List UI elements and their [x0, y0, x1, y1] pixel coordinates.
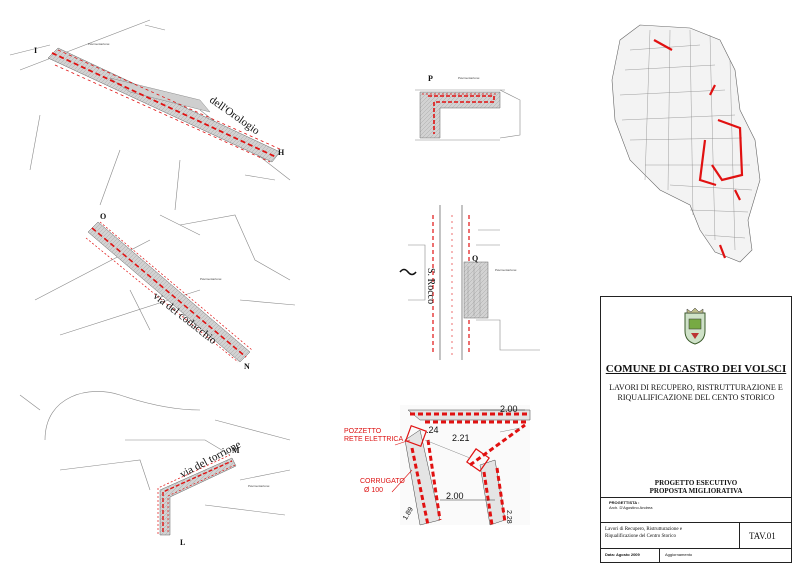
- note-rocco: Pavimentazione:: [495, 268, 518, 272]
- plan-torrione: [19, 391, 291, 536]
- dim-top: 2.00: [500, 404, 518, 414]
- label-corrugato: CORRUGATO: [360, 478, 405, 485]
- comune-title: COMUNE DI CASTRO DEI VOLSCI: [605, 363, 787, 375]
- street-rocco: S. Rocco: [425, 268, 436, 305]
- marker-h: H: [278, 148, 285, 157]
- plan-rocco: [408, 205, 540, 360]
- marker-n: N: [244, 362, 250, 371]
- label-pozzetto: POZZETTO: [344, 428, 382, 435]
- note-torrione: Pavimentazione:: [248, 484, 271, 488]
- update-field: Aggiornamento: [665, 552, 693, 557]
- tav-number: TAV.01: [749, 531, 776, 541]
- divider: [601, 522, 791, 523]
- plan-codacchio: [34, 214, 296, 363]
- plan-orologio: [9, 19, 291, 211]
- progetto-line2: PROPOSTA MIGLIORATIVA: [649, 487, 743, 495]
- divider: [601, 497, 791, 498]
- marker-q: Q: [472, 254, 479, 263]
- key-plan: [611, 24, 761, 263]
- note-orologio: Pavimentazione:: [88, 42, 111, 46]
- lavori-line2: RIQUALIFICAZIONE DEL CENTO STORICO: [617, 393, 775, 402]
- note-codacchio: Pavimentazione:: [200, 277, 223, 281]
- label-corrugato-size: Ø 100: [364, 487, 384, 494]
- divider: [739, 522, 740, 548]
- marker-o: O: [100, 212, 107, 221]
- title-block: COMUNE DI CASTRO DEI VOLSCI LAVORI DI RE…: [600, 296, 792, 563]
- coat-of-arms-icon: [684, 307, 706, 345]
- progetto-line1: PROGETTO ESECUTIVO: [654, 479, 738, 487]
- marker-i: I: [34, 46, 38, 55]
- divider: [659, 548, 660, 562]
- date-field: Data: Agosto 2009: [605, 552, 640, 557]
- progettista-label: PROGETTISTA :: [609, 500, 640, 505]
- label-rete-elettrica: RETE ELETTRICA: [344, 436, 404, 443]
- plan-p: [415, 89, 521, 141]
- marker-p: P: [428, 74, 433, 83]
- marker-l: L: [180, 538, 186, 547]
- marker-m: M: [232, 446, 240, 455]
- note-p: Pavimentazione:: [458, 76, 481, 80]
- desc-line1: Lavori di Recupero, Ristrutturazione e: [605, 527, 683, 532]
- dim-mid: 2.21: [452, 433, 470, 443]
- divider: [601, 548, 791, 549]
- plan-detail: [391, 405, 531, 526]
- dim-bottom: 2.00: [446, 491, 464, 501]
- dim-24: .24: [426, 425, 439, 435]
- desc-line2: Riqualificazione del Centro Storico: [605, 534, 676, 539]
- dim-right: 2.28: [505, 510, 512, 524]
- progettista-name: Arch. D'Agostino Andrea: [609, 505, 653, 510]
- lavori-line1: LAVORI DI RECUPERO, RISTRUTTURAZIONE E: [609, 383, 783, 392]
